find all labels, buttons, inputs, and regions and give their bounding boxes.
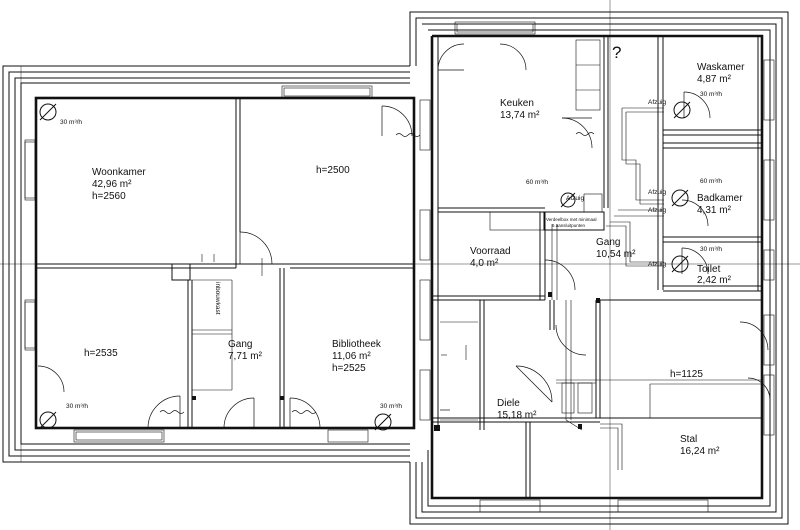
verdeelbox-label-line2: 6 aansluitpunten [552,223,586,228]
bibliotheek-name: Bibliotheek [332,339,382,350]
woonkamer-area: 42,96 m² [92,179,132,190]
badkamer-area: 4,31 m² [697,205,732,216]
vent-label-keuken: 60 m³/h [526,179,548,186]
stal-name: Stal [680,434,697,445]
front-left-height: h=2500 [316,165,350,176]
ventilation-ducts [489,107,664,470]
woonkamer-back-height: h=2535 [84,348,118,359]
interior-walls [36,36,762,498]
afzuig-label-waskamer: Afzuig [648,99,666,106]
inbouwkast-label: inbouwkast [214,282,221,315]
room-labels: Woonkamer 42,96 m² h=2560 h=2535 h=2500 … [84,62,745,457]
vent-symbols [39,101,691,431]
afzuig-label-badkamer-2: Afzuig [648,207,666,214]
keuken-name: Keuken [500,98,534,109]
gang-right-name: Gang [596,237,620,248]
toilet-name: Toilet [697,264,721,275]
small-marks [192,254,600,431]
bibliotheek-area: 11,06 m² [332,351,371,362]
diele-name: Diele [497,398,520,409]
stal-mezzanine-height: h=1125 [670,369,703,380]
outer-walls-left-block [2,65,416,463]
stal-area: 16,24 m² [680,446,720,457]
keuken-area: 13,74 m² [500,110,540,121]
vent-label-toilet: 30 m³/h [700,246,722,253]
badkamer-name: Badkamer [697,193,743,204]
bibliotheek-height: h=2525 [332,363,366,374]
vent-label-woonkamer-bottom: 30 m³/h [66,403,88,410]
diele-area: 15,18 m² [497,410,537,421]
woonkamer-height: h=2560 [92,191,126,202]
vent-label-woonkamer-top: 30 m³/h [60,119,82,126]
vent-label-bibliotheek: 30 m³/h [380,403,402,410]
question-mark: ? [612,43,621,62]
waskamer-area: 4,87 m² [697,74,732,85]
gang-right-area: 10,54 m² [596,249,636,260]
afzuig-label-keuken: Afzuig [566,195,584,202]
outer-walls-right-block [409,11,789,525]
gang-left-name: Gang [228,339,252,350]
windows [24,21,775,513]
voorraad-name: Voorraad [470,246,511,257]
vent-labels: 30 m³/h 30 m³/h 30 m³/h 60 m³/h 30 m³/h … [60,43,722,410]
afzuig-label-badkamer-1: Afzuig [648,189,666,196]
voorraad-area: 4,0 m² [470,258,499,269]
verdeelbox-label-line1: Verdeelbox met minimaal [546,217,597,222]
gang-left-area: 7,71 m² [228,351,263,362]
afzuig-label-toilet: Afzuig [648,261,666,268]
vent-label-badkamer: 60 m³/h [700,178,722,185]
waskamer-name: Waskamer [697,62,745,73]
woonkamer-name: Woonkamer [92,167,146,178]
vent-label-waskamer: 30 m³/h [700,91,722,98]
doors [37,43,771,429]
toilet-area: 2,42 m² [697,275,732,286]
